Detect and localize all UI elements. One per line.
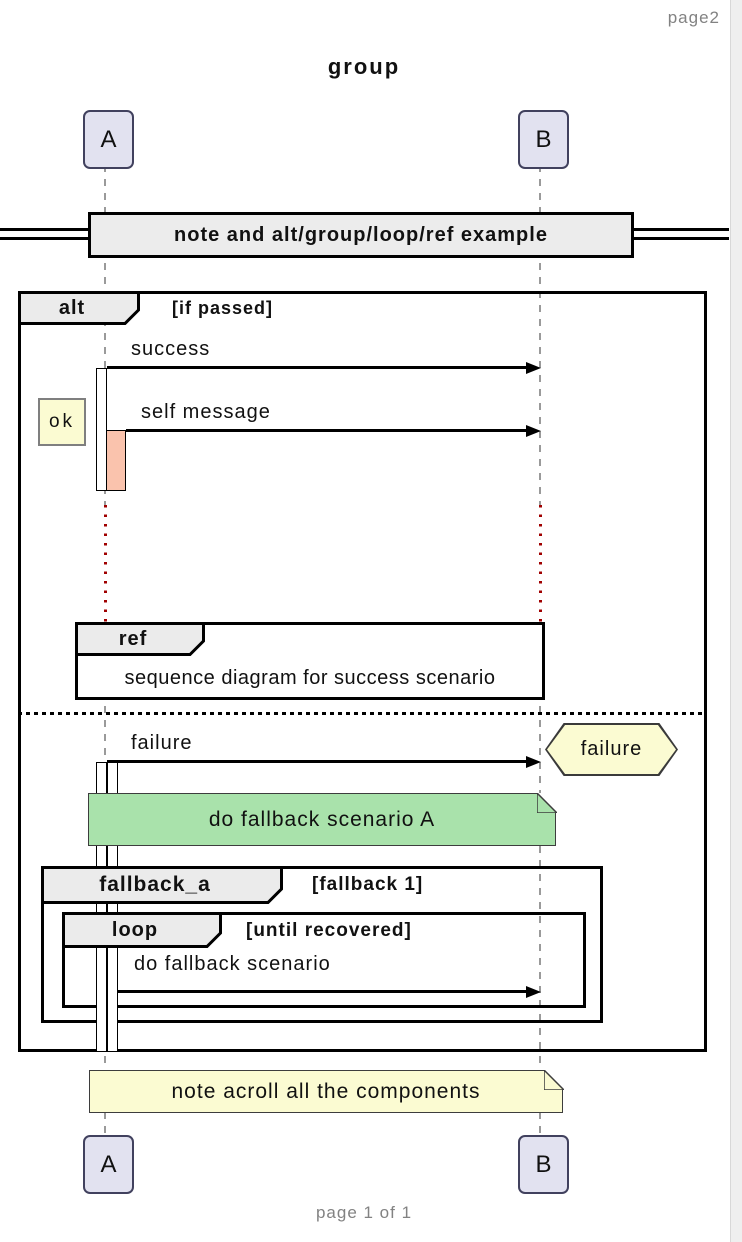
message-success-arrowhead-icon [526, 361, 541, 374]
message-self-line [126, 429, 528, 432]
ref-header-pentagon-icon [75, 622, 205, 656]
note-fold-icon [543, 1069, 564, 1090]
loop-keyword: loop [111, 918, 159, 941]
alt-else-separator [18, 712, 707, 715]
note-green-text: do fallback scenario A [208, 807, 436, 831]
ref-fragment-header: ref [75, 622, 205, 656]
message-self-arrowhead-icon [526, 424, 541, 437]
message-success-line [107, 366, 528, 369]
divider-title-box: note and alt/group/loop/ref example [88, 212, 634, 258]
fallback-fragment-header: fallback_a [41, 866, 283, 904]
lifeline-b-upper [539, 165, 541, 505]
actor-box-b-top: B [518, 110, 569, 169]
message-failure-arrowhead-icon [526, 755, 541, 768]
diagram-title: group [327, 54, 401, 79]
hexagon-note-failure: failure [545, 723, 678, 776]
message-do-fallback-line [118, 990, 528, 993]
fallback-header-pentagon-icon [41, 866, 283, 904]
actor-b-label: B [535, 125, 552, 153]
actor-box-a-bottom: A [83, 1135, 134, 1194]
message-failure-line [107, 760, 528, 763]
message-success-label: success [131, 338, 211, 360]
note-bottom-text: note acroll all the components [171, 1079, 481, 1103]
loop-fragment-frame [62, 912, 586, 1008]
fallback-guard: [fallback 1] [312, 874, 424, 895]
alt-guard: [if passed] [172, 298, 274, 318]
ref-body-text: sequence diagram for success scenario [124, 666, 496, 689]
lifeline-a-red-dotted [104, 505, 107, 622]
activation-a-white [96, 368, 107, 491]
actor-b-label: B [535, 1150, 552, 1178]
page-margin-strip [730, 0, 742, 1242]
alt-keyword: alt [58, 296, 86, 319]
hexagon-note-failure-text: failure [547, 725, 676, 774]
actor-a-label: A [100, 1150, 117, 1178]
alt-fragment-frame [18, 291, 707, 1052]
lifeline-a-upper [104, 165, 106, 505]
page-number-label: page2 [667, 8, 720, 27]
alt-fragment-header: alt [18, 291, 140, 325]
alt-header-pentagon-icon [18, 291, 140, 325]
lifeline-b-red-dotted [539, 505, 542, 622]
loop-fragment-header: loop [62, 912, 222, 948]
loop-header-pentagon-icon [62, 912, 222, 948]
actor-a-label: A [100, 125, 117, 153]
message-do-fallback-arrowhead-icon [526, 985, 541, 998]
note-bottom: note acroll all the components [89, 1069, 564, 1113]
activation-a-salmon [106, 430, 126, 491]
ref-keyword: ref [118, 627, 148, 650]
message-failure-label: failure [131, 732, 193, 754]
activation-a-failure-outer [96, 762, 107, 1052]
actor-box-a-top: A [83, 110, 134, 169]
note-fold-icon [536, 792, 557, 813]
page-footer-label: page 1 of 1 [315, 1203, 413, 1222]
activation-a-failure-inner [107, 762, 118, 1052]
fallback-fragment-frame [41, 866, 603, 1023]
note-ok-text: ok [48, 411, 76, 432]
divider-title-text: note and alt/group/loop/ref example [174, 223, 548, 246]
note-ok: ok [38, 398, 86, 446]
message-self-label: self message [141, 401, 271, 423]
message-do-fallback-label: do fallback scenario [134, 953, 331, 975]
lifeline-b-lower [539, 622, 541, 1135]
loop-guard: [until recovered] [246, 920, 412, 941]
fallback-keyword: fallback_a [99, 873, 211, 896]
actor-box-b-bottom: B [518, 1135, 569, 1194]
note-green-fallback: do fallback scenario A [88, 792, 557, 846]
